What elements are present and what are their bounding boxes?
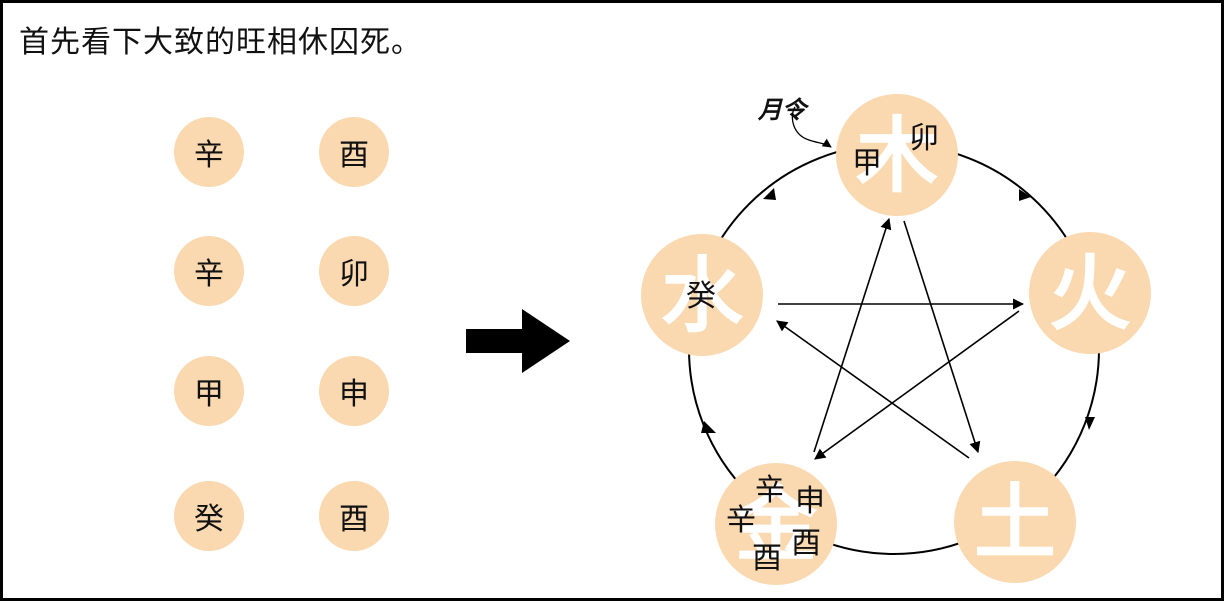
element-wood-circle: [836, 94, 958, 216]
element-earth-label: 土: [974, 475, 1056, 571]
wuxing-diagram: 木 火 土 金 水 甲 卯 癸 辛 申 辛 酉 酉 月令: [641, 94, 1151, 585]
element-earth-circle: [954, 461, 1076, 583]
wood-char-jia: 甲: [852, 146, 882, 181]
metal-char-you-1: 酉: [791, 526, 821, 561]
page-title: 首先看下大致的旺相休囚死。: [19, 25, 422, 60]
element-metal-circle: [715, 463, 837, 585]
control-arrow-wood-earth: [903, 220, 981, 454]
cycle-arrowhead: [763, 188, 776, 200]
wood-char-mao: 卯: [909, 121, 939, 156]
control-arrow-fire-metal: [814, 310, 1020, 460]
element-wood-label: 木: [856, 108, 938, 204]
pillar-3-stem: 甲: [174, 356, 244, 426]
pillar-4-branch: 酉: [319, 481, 389, 551]
metal-char-shen: 申: [795, 484, 825, 519]
metal-char-xin-2: 辛: [726, 503, 756, 538]
control-arrow-metal-wood: [813, 217, 892, 453]
pillar-4-stem: 癸: [174, 481, 244, 551]
element-fire-circle: [1029, 232, 1151, 354]
element-fire-label: 火: [1049, 246, 1131, 342]
element-water-circle: [641, 234, 763, 356]
pillar-1-stem: 辛: [174, 117, 244, 187]
yueling-annotation: 月令: [757, 95, 810, 124]
cycle-arrowhead: [1019, 189, 1031, 201]
metal-char-xin-1: 辛: [755, 473, 785, 508]
yueling-pointer-arrow: [791, 106, 832, 148]
element-metal-label: 金: [734, 477, 818, 573]
control-arrow-earth-water: [776, 320, 970, 459]
pillar-2-branch: 卯: [319, 236, 389, 306]
cycle-arrowhead: [1085, 417, 1095, 430]
cycle-arrowhead: [701, 421, 716, 433]
pillar-1-branch: 酉: [319, 117, 389, 187]
water-char-gui: 癸: [686, 279, 716, 314]
right-arrow-icon: [466, 309, 570, 373]
pillar-2-stem: 辛: [174, 236, 244, 306]
metal-char-you-2: 酉: [752, 541, 782, 576]
pillar-3-branch: 申: [319, 356, 389, 426]
element-water-label: 水: [661, 248, 744, 344]
